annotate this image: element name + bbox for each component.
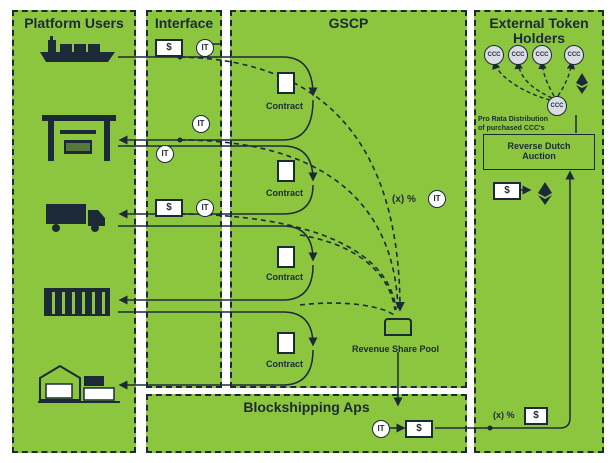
pro-rata-label-line2: of purchased CCC's — [478, 125, 545, 132]
revenue-share-pool-label: Revenue Share Pool — [352, 344, 440, 354]
treasure-chest-icon — [384, 318, 412, 336]
external-title-line1: External Token — [489, 15, 589, 31]
it-token: IT — [192, 115, 210, 133]
usd-token: $ — [155, 199, 183, 217]
warehouse-icon — [44, 288, 110, 316]
it-token: IT — [196, 199, 214, 217]
contract-label: Contract — [266, 359, 304, 369]
reverse-dutch-auction-box: Reverse Dutch Auction — [483, 134, 595, 170]
ccc-token: CCC — [532, 45, 552, 65]
truck-icon — [46, 204, 105, 232]
ethereum-icon — [538, 182, 552, 205]
contract-label: Contract — [266, 272, 304, 282]
gscp-title: GSCP — [328, 15, 369, 31]
auction-label-line2: Auction — [522, 151, 556, 161]
ccc-token: CCC — [484, 45, 504, 65]
depot-building-icon — [38, 364, 120, 403]
usd-token: $ — [524, 407, 548, 425]
share-percentage-label: (x) % — [493, 410, 515, 420]
contract-label: Contract — [266, 188, 304, 198]
contract-icon — [277, 246, 295, 268]
external-title-line2: Holders — [512, 30, 566, 46]
interface-title: Interface — [154, 15, 214, 31]
platform-users-title: Platform Users — [24, 15, 124, 31]
contract-label: Contract — [266, 101, 304, 111]
auction-label-line1: Reverse Dutch — [507, 141, 571, 151]
ccc-token: CCC — [547, 96, 567, 116]
usd-token: $ — [493, 182, 521, 200]
container-crane-icon — [42, 115, 116, 161]
pro-rata-label-line1: Pro Rata Distribution — [478, 116, 549, 123]
it-token: IT — [372, 420, 390, 438]
ccc-token: CCC — [508, 45, 528, 65]
ethereum-icon — [576, 73, 588, 94]
share-percentage-label: (x) % — [392, 194, 416, 205]
it-token: IT — [196, 39, 214, 57]
contract-icon — [277, 160, 295, 182]
it-token: IT — [156, 145, 174, 163]
usd-token: $ — [155, 39, 183, 57]
gscp-panel: GSCP — [230, 10, 467, 388]
platform-users-panel: Platform Users — [12, 10, 136, 453]
usd-token: $ — [405, 420, 433, 438]
blockshipping-title: Blockshipping Aps — [243, 399, 370, 415]
contract-icon — [277, 72, 295, 94]
blockshipping-panel: Blockshipping Aps — [146, 394, 467, 453]
it-token: IT — [428, 190, 446, 208]
ccc-token: CCC — [564, 45, 584, 65]
contract-icon — [277, 332, 295, 354]
ship-icon — [40, 36, 115, 62]
